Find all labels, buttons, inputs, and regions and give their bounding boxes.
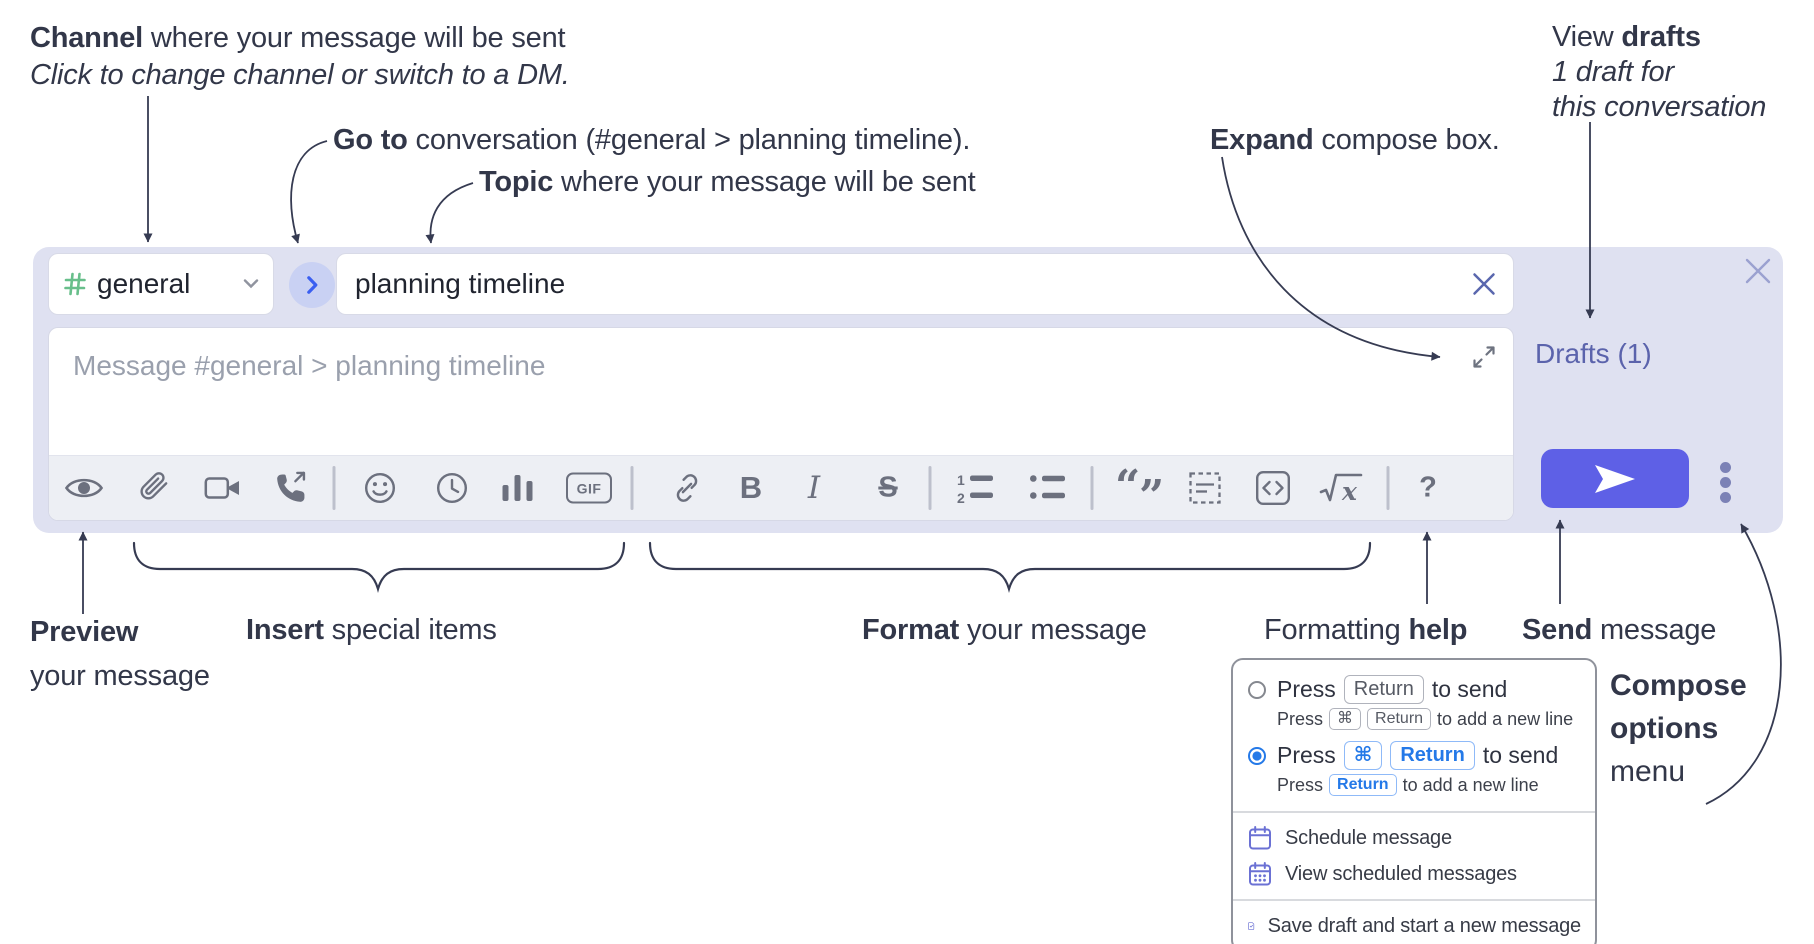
svg-text:1: 1 bbox=[957, 472, 965, 488]
clear-topic-icon[interactable] bbox=[1471, 271, 1497, 297]
link-chain-icon[interactable] bbox=[670, 471, 705, 506]
formatting-help-icon[interactable]: ? bbox=[1419, 471, 1437, 504]
channel-name: general bbox=[97, 268, 191, 299]
menu-item-schedule-message[interactable]: Schedule message bbox=[1233, 820, 1595, 856]
format-annotation: Format your message bbox=[862, 614, 1147, 646]
cmd-key: ⌘ bbox=[1329, 708, 1362, 730]
option-cmd-return-to-send[interactable]: Press ⌘ Return to send bbox=[1233, 738, 1595, 773]
audio-call-icon[interactable] bbox=[274, 471, 309, 506]
toolbar-divider bbox=[1090, 466, 1094, 510]
poll-chart-icon[interactable] bbox=[500, 473, 536, 503]
compose-options-popup: Press Return to send Press ⌘ Return to a… bbox=[1231, 658, 1597, 944]
arrow-topic bbox=[425, 182, 474, 244]
preview-eye-icon[interactable] bbox=[64, 473, 104, 503]
compose-options-menu-button[interactable] bbox=[1720, 462, 1731, 503]
topic-input[interactable] bbox=[337, 268, 1455, 300]
preview-annotation: Preview your message bbox=[30, 616, 210, 692]
svg-text:2: 2 bbox=[957, 490, 965, 504]
compose-options-annotation: Compose options menu bbox=[1610, 669, 1747, 788]
code-icon[interactable] bbox=[1255, 470, 1291, 506]
emoji-smiley-icon[interactable] bbox=[363, 471, 398, 506]
topic-annotation: Topic where your message will be sent bbox=[479, 166, 976, 198]
chevron-down-icon bbox=[243, 279, 259, 289]
cmd-key: ⌘ bbox=[1343, 741, 1383, 770]
strikethrough-icon[interactable]: S bbox=[878, 471, 898, 504]
channel-annotation: Channel where your message will be sent … bbox=[30, 22, 570, 91]
spoiler-icon[interactable] bbox=[1188, 471, 1222, 505]
radio-selected-icon bbox=[1248, 746, 1266, 765]
return-key: Return bbox=[1343, 675, 1424, 704]
brace-insert bbox=[132, 541, 626, 593]
bulleted-list-icon[interactable] bbox=[1030, 472, 1067, 504]
option-return-subtext: Press ⌘ Return to add a new line bbox=[1277, 708, 1574, 730]
return-key: Return bbox=[1329, 774, 1397, 796]
send-annotation: Send message bbox=[1522, 614, 1717, 646]
message-box: GIF B I S 1 bbox=[48, 327, 1514, 521]
expand-compose-icon[interactable] bbox=[1471, 344, 1497, 370]
return-key: Return bbox=[1367, 708, 1432, 730]
numbered-list-icon[interactable]: 1 2 bbox=[957, 472, 995, 504]
compose-box: general bbox=[33, 247, 1783, 533]
option-return-to-send[interactable]: Press Return to send bbox=[1233, 672, 1595, 707]
italic-icon[interactable]: I bbox=[807, 470, 821, 506]
expand-annotation: Expand compose box. bbox=[1210, 124, 1500, 156]
calendar-icon bbox=[1249, 826, 1271, 850]
formatting-help-annotation: Formatting help bbox=[1264, 614, 1468, 646]
popup-divider bbox=[1233, 811, 1595, 813]
bold-icon[interactable]: B bbox=[739, 470, 763, 505]
ellipsis-dot bbox=[1720, 462, 1731, 473]
arrow-goto bbox=[290, 140, 328, 244]
toolbar-divider bbox=[332, 466, 336, 510]
brace-format bbox=[648, 541, 1372, 593]
drafts-annotation: View drafts 1 draft for this conversatio… bbox=[1552, 21, 1767, 123]
send-button[interactable] bbox=[1541, 449, 1689, 508]
compose-toolbar: GIF B I S 1 bbox=[49, 455, 1513, 520]
ellipsis-dot bbox=[1720, 492, 1731, 503]
svg-text:x: x bbox=[1341, 477, 1358, 506]
math-icon[interactable]: x bbox=[1318, 470, 1364, 506]
send-icon bbox=[1595, 464, 1635, 493]
gif-icon[interactable]: GIF bbox=[566, 472, 612, 504]
popup-divider bbox=[1233, 899, 1595, 901]
radio-unselected-icon bbox=[1248, 680, 1266, 699]
option-cmd-return-subtext: Press Return to add a new line bbox=[1277, 774, 1539, 796]
video-call-icon[interactable] bbox=[204, 473, 242, 503]
channel-selector[interactable]: general bbox=[48, 253, 274, 315]
menu-item-save-draft[interactable]: Save draft and start a new message bbox=[1233, 908, 1595, 944]
ellipsis-dot bbox=[1720, 477, 1731, 488]
chevron-right-icon bbox=[306, 276, 317, 294]
quote-icon[interactable]: “ ” bbox=[1115, 461, 1165, 521]
time-clock-icon[interactable] bbox=[435, 471, 470, 506]
menu-item-view-scheduled[interactable]: View scheduled messages bbox=[1233, 856, 1595, 892]
file-check-icon bbox=[1248, 922, 1255, 930]
goto-annotation: Go to conversation (#general > planning … bbox=[333, 124, 971, 156]
attach-paperclip-icon[interactable] bbox=[137, 471, 171, 505]
hash-icon bbox=[64, 272, 86, 296]
insert-annotation: Insert special items bbox=[246, 614, 497, 646]
toolbar-divider bbox=[630, 466, 634, 510]
return-key: Return bbox=[1390, 741, 1475, 770]
close-compose-icon[interactable] bbox=[1744, 257, 1772, 285]
message-input[interactable] bbox=[49, 328, 1513, 455]
toolbar-divider bbox=[928, 466, 932, 510]
topic-input-container bbox=[336, 253, 1514, 315]
go-to-conversation-button[interactable] bbox=[289, 262, 335, 308]
calendar-dates-icon bbox=[1249, 862, 1271, 886]
toolbar-divider bbox=[1386, 466, 1390, 510]
drafts-link[interactable]: Drafts (1) bbox=[1535, 338, 1652, 369]
